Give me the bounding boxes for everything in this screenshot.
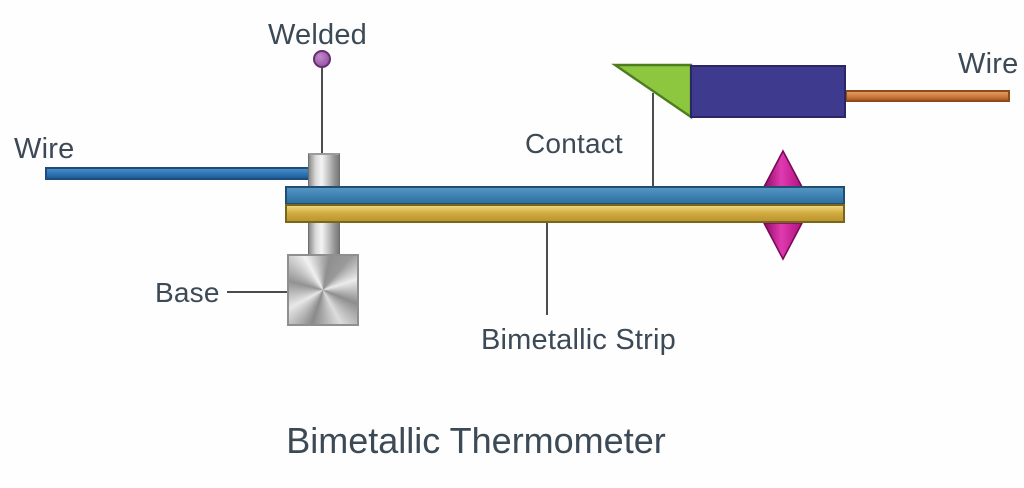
- contact-terminal-block: [690, 65, 846, 118]
- down-arrow-icon: [762, 222, 804, 261]
- left-wire: [45, 167, 310, 180]
- contact-leader-line: [652, 93, 654, 187]
- up-arrow-icon: [762, 149, 804, 188]
- base-leader-line: [227, 291, 287, 293]
- right-wire-label: Wire: [958, 48, 1019, 80]
- right-wire: [845, 90, 1010, 102]
- weld-point-dot: [313, 50, 331, 68]
- base-block: [287, 254, 359, 326]
- base-label: Base: [155, 277, 220, 308]
- diagram-title: Bimetallic Thermometer: [286, 420, 666, 461]
- left-wire-label: Wire: [14, 133, 75, 165]
- bimetallic-strip-bottom-layer: [285, 204, 845, 223]
- bimetallic-strip-label: Bimetallic Strip: [481, 324, 676, 356]
- bimetallic-strip-top-layer: [285, 186, 845, 205]
- contact-wedge: [611, 63, 693, 120]
- bimetallic-strip-leader-line: [546, 223, 548, 315]
- contact-label: Contact: [525, 128, 623, 159]
- welded-leader-line: [321, 68, 323, 155]
- welded-label: Welded: [268, 19, 368, 51]
